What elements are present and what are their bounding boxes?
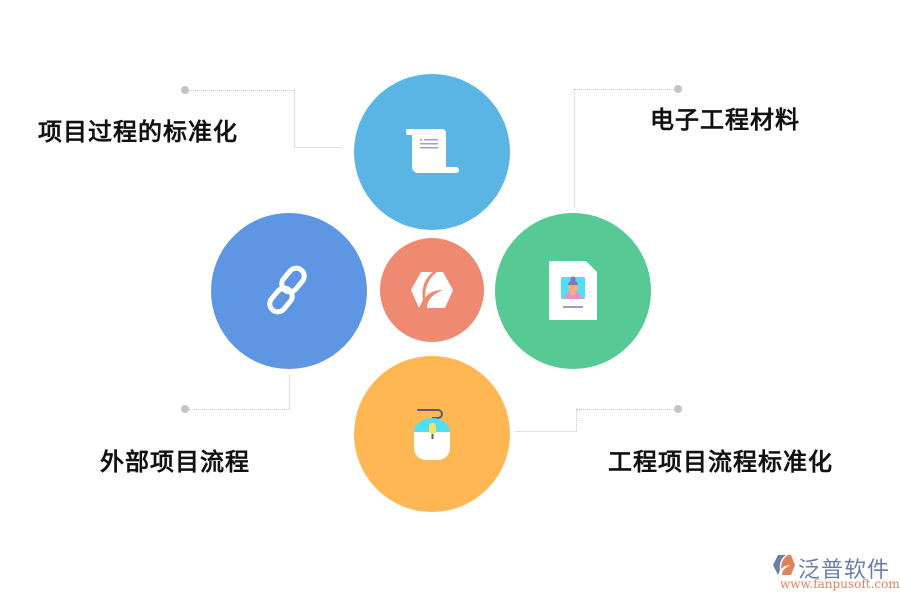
node-circle-bottom	[354, 356, 510, 512]
connector-dot	[674, 85, 682, 93]
connector-dot	[181, 405, 189, 413]
computer-mouse-icon	[414, 409, 450, 460]
scroll-document-icon	[406, 129, 459, 173]
chain-link-icon	[267, 265, 307, 315]
connector-dot	[674, 405, 682, 413]
connector-line	[294, 147, 342, 148]
connector-line	[577, 409, 674, 410]
connector-line	[189, 90, 294, 91]
node-label-top: 项目过程的标准化	[38, 118, 238, 146]
brand-logo-icon	[773, 555, 795, 575]
connector-line	[289, 375, 290, 409]
profile-document-icon	[549, 261, 597, 320]
connector-line	[576, 409, 577, 431]
node-label-right: 电子工程材料	[650, 106, 800, 134]
node-label-bottom: 工程项目流程标准化	[608, 448, 833, 476]
watermark-logo: 泛普软件 www.fanpusoft.com	[772, 552, 900, 592]
connector-line	[574, 89, 674, 90]
node-circle-center	[380, 238, 484, 342]
connector-line	[574, 89, 575, 207]
node-circle-left	[211, 213, 367, 369]
brand-hexagon-icon	[411, 272, 453, 308]
connector-dot	[181, 86, 189, 94]
node-circle-right	[495, 213, 651, 369]
connector-line	[515, 431, 577, 432]
node-label-left: 外部项目流程	[100, 448, 250, 476]
watermark-url: www.fanpusoft.com	[780, 577, 900, 591]
connector-line	[294, 90, 295, 147]
watermark-name: 泛普软件	[798, 558, 891, 583]
node-circle-top	[354, 74, 510, 230]
connector-line	[189, 409, 289, 410]
